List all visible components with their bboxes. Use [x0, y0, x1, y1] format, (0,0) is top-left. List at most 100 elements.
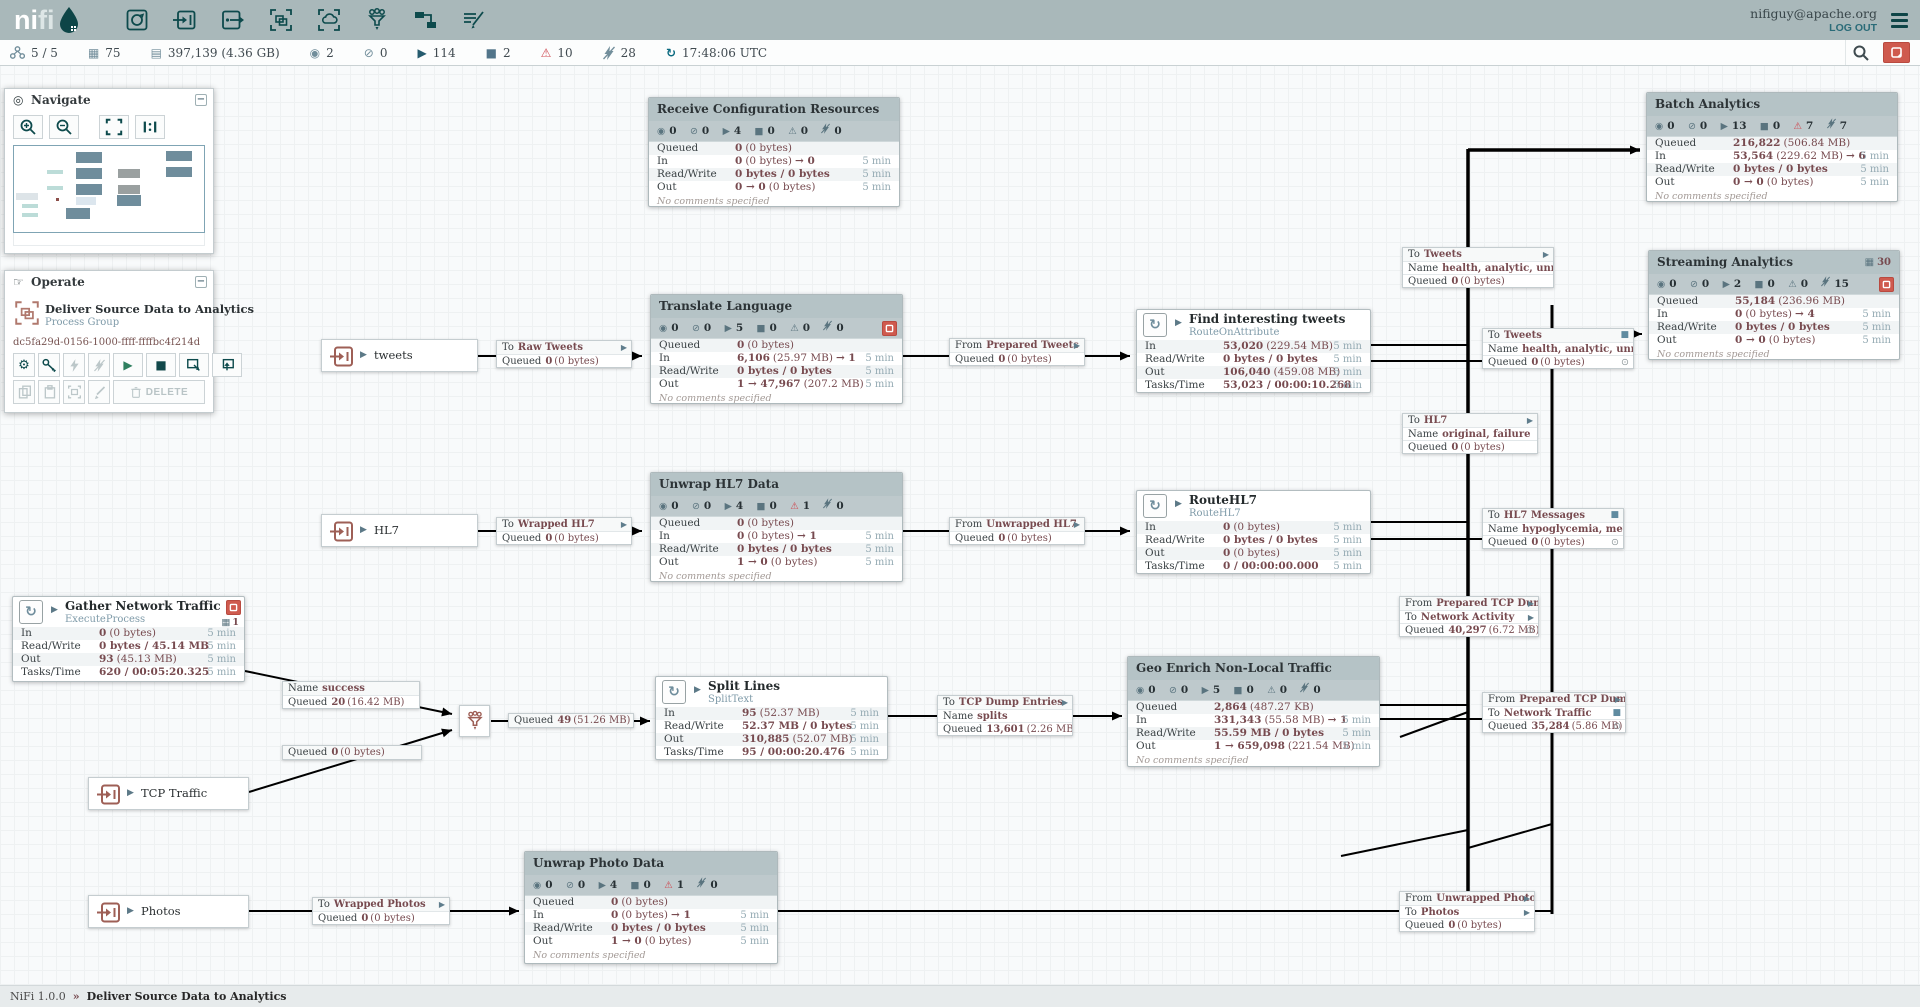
zoom-in-button[interactable] — [13, 115, 43, 139]
process-group[interactable]: Batch Analytics ◉0 ⊘0 ▶13 ■0 ⚠7 7 — [1646, 92, 1898, 202]
current-user: nifiguy@apache.org — [1750, 6, 1877, 21]
copy-button[interactable] — [13, 380, 35, 404]
start-button[interactable]: ▶ — [113, 353, 143, 377]
input-port[interactable]: ▶ tweets — [321, 339, 478, 372]
bulletin-indicator[interactable] — [226, 600, 241, 615]
row-value: Prepared Tweets — [986, 340, 1079, 351]
funnel[interactable] — [459, 705, 490, 737]
processor[interactable]: ↻ ▶ Gather Network Traffic ExecuteProces… — [12, 596, 245, 682]
process-group-tool[interactable] — [267, 6, 295, 34]
invalid-count: 1 — [802, 500, 811, 512]
access-policies-button[interactable] — [38, 353, 60, 377]
transmitting-count: 0 — [671, 500, 679, 512]
disable-button[interactable] — [88, 353, 110, 377]
input-port[interactable]: ▶ Photos — [88, 895, 249, 928]
create-template-button[interactable] — [179, 353, 209, 377]
search-button[interactable] — [1845, 40, 1875, 65]
upload-template-button[interactable] — [212, 353, 242, 377]
input-port-tool[interactable] — [171, 6, 199, 34]
connection-line[interactable] — [1467, 823, 1553, 849]
group-button[interactable] — [63, 380, 85, 404]
process-group[interactable]: Receive Configuration Resources ◉0 ⊘0 ▶4… — [648, 97, 900, 207]
process-group[interactable]: Unwrap HL7 Data ◉0 ⊘0 ▶4 ■0 ⚠1 0 — [650, 472, 903, 582]
expand-play-icon: ▶ — [1526, 416, 1533, 425]
remote-process-group-tool[interactable] — [315, 6, 343, 34]
minimize-button[interactable]: − — [195, 94, 207, 106]
refresh-icon[interactable]: ↻ — [665, 45, 677, 60]
connection-line[interactable] — [248, 729, 453, 793]
output-port-tool[interactable] — [219, 6, 247, 34]
zoom-out-button[interactable] — [49, 115, 79, 139]
row-value: HL7 — [1423, 415, 1448, 426]
bulletin-board-button[interactable] — [1883, 42, 1910, 63]
funnel-tool[interactable] — [363, 6, 391, 34]
connection-arrow — [509, 906, 519, 916]
flow-canvas[interactable]: Receive Configuration Resources ◉0 ⊘0 ▶4… — [0, 66, 1920, 985]
template-tool[interactable] — [411, 6, 439, 34]
transmitting-count: 0 — [669, 125, 677, 137]
invalid-count: 1 — [676, 879, 685, 891]
processor-tool[interactable] — [123, 6, 151, 34]
row-detail: (0 bytes) — [370, 913, 415, 924]
birdseye-minimap[interactable] — [13, 145, 205, 233]
paste-button[interactable] — [38, 380, 60, 404]
configuration-button[interactable]: ⚙ — [13, 353, 35, 377]
connection-line[interactable] — [1399, 711, 1469, 738]
connection-line[interactable] — [1340, 829, 1469, 857]
zoom-fit-button[interactable] — [99, 115, 129, 139]
stat-key: Read/Write — [1145, 353, 1205, 365]
breadcrumb-root[interactable]: NiFi 1.0.0 — [10, 990, 66, 1003]
stat-window: 5 min — [862, 156, 891, 167]
stat-value: 620 / 00:05:20.325 — [99, 666, 210, 678]
logout-link[interactable]: LOG OUT — [1829, 22, 1877, 34]
bulletin-indicator[interactable] — [882, 321, 897, 336]
process-group[interactable]: Unwrap Photo Data ◉0 ⊘0 ▶4 ■0 ⚠1 0 — [524, 851, 778, 964]
actual-size-icon — [143, 121, 157, 133]
group-icon — [67, 385, 81, 399]
stat-value-extra: → 1 — [835, 352, 856, 364]
bulletin-indicator[interactable] — [1879, 277, 1894, 292]
transmitting-count: 0 — [1667, 120, 1675, 132]
global-menu-button[interactable] — [1891, 10, 1908, 31]
stop-button[interactable]: ■ — [146, 353, 176, 377]
process-group[interactable]: Geo Enrich Non-Local Traffic ◉0 ⊘0 ▶5 ■0… — [1127, 656, 1380, 767]
disabled-icon — [602, 45, 615, 60]
input-port[interactable]: ▶ TCP Traffic — [88, 777, 249, 810]
process-group[interactable]: Translate Language ◉0 ⊘0 ▶5 ■0 ⚠0 0 — [650, 294, 903, 404]
process-group[interactable]: Streaming Analytics ▦30 ◉0 ⊘0 ▶2 ■0 ⚠0 1… — [1648, 250, 1900, 360]
input-port[interactable]: ▶ HL7 — [321, 514, 478, 547]
stat-value-detail: (0 bytes) — [621, 896, 668, 908]
label-tool[interactable] — [459, 6, 487, 34]
zoom-actual-size-button[interactable] — [135, 115, 165, 139]
running-count: 2 — [1733, 278, 1742, 290]
enable-button[interactable] — [63, 353, 85, 377]
minimize-button[interactable]: − — [195, 276, 207, 288]
delete-button[interactable]: DELETE — [113, 380, 205, 404]
fill-color-button[interactable] — [88, 380, 110, 404]
stat-key: In — [659, 530, 670, 542]
disabled-icon — [823, 320, 833, 331]
stat-value-detail: (52.37 MB) — [759, 707, 820, 719]
processor[interactable]: ↻ ▶ Find interesting tweets RouteOnAttri… — [1136, 309, 1371, 393]
